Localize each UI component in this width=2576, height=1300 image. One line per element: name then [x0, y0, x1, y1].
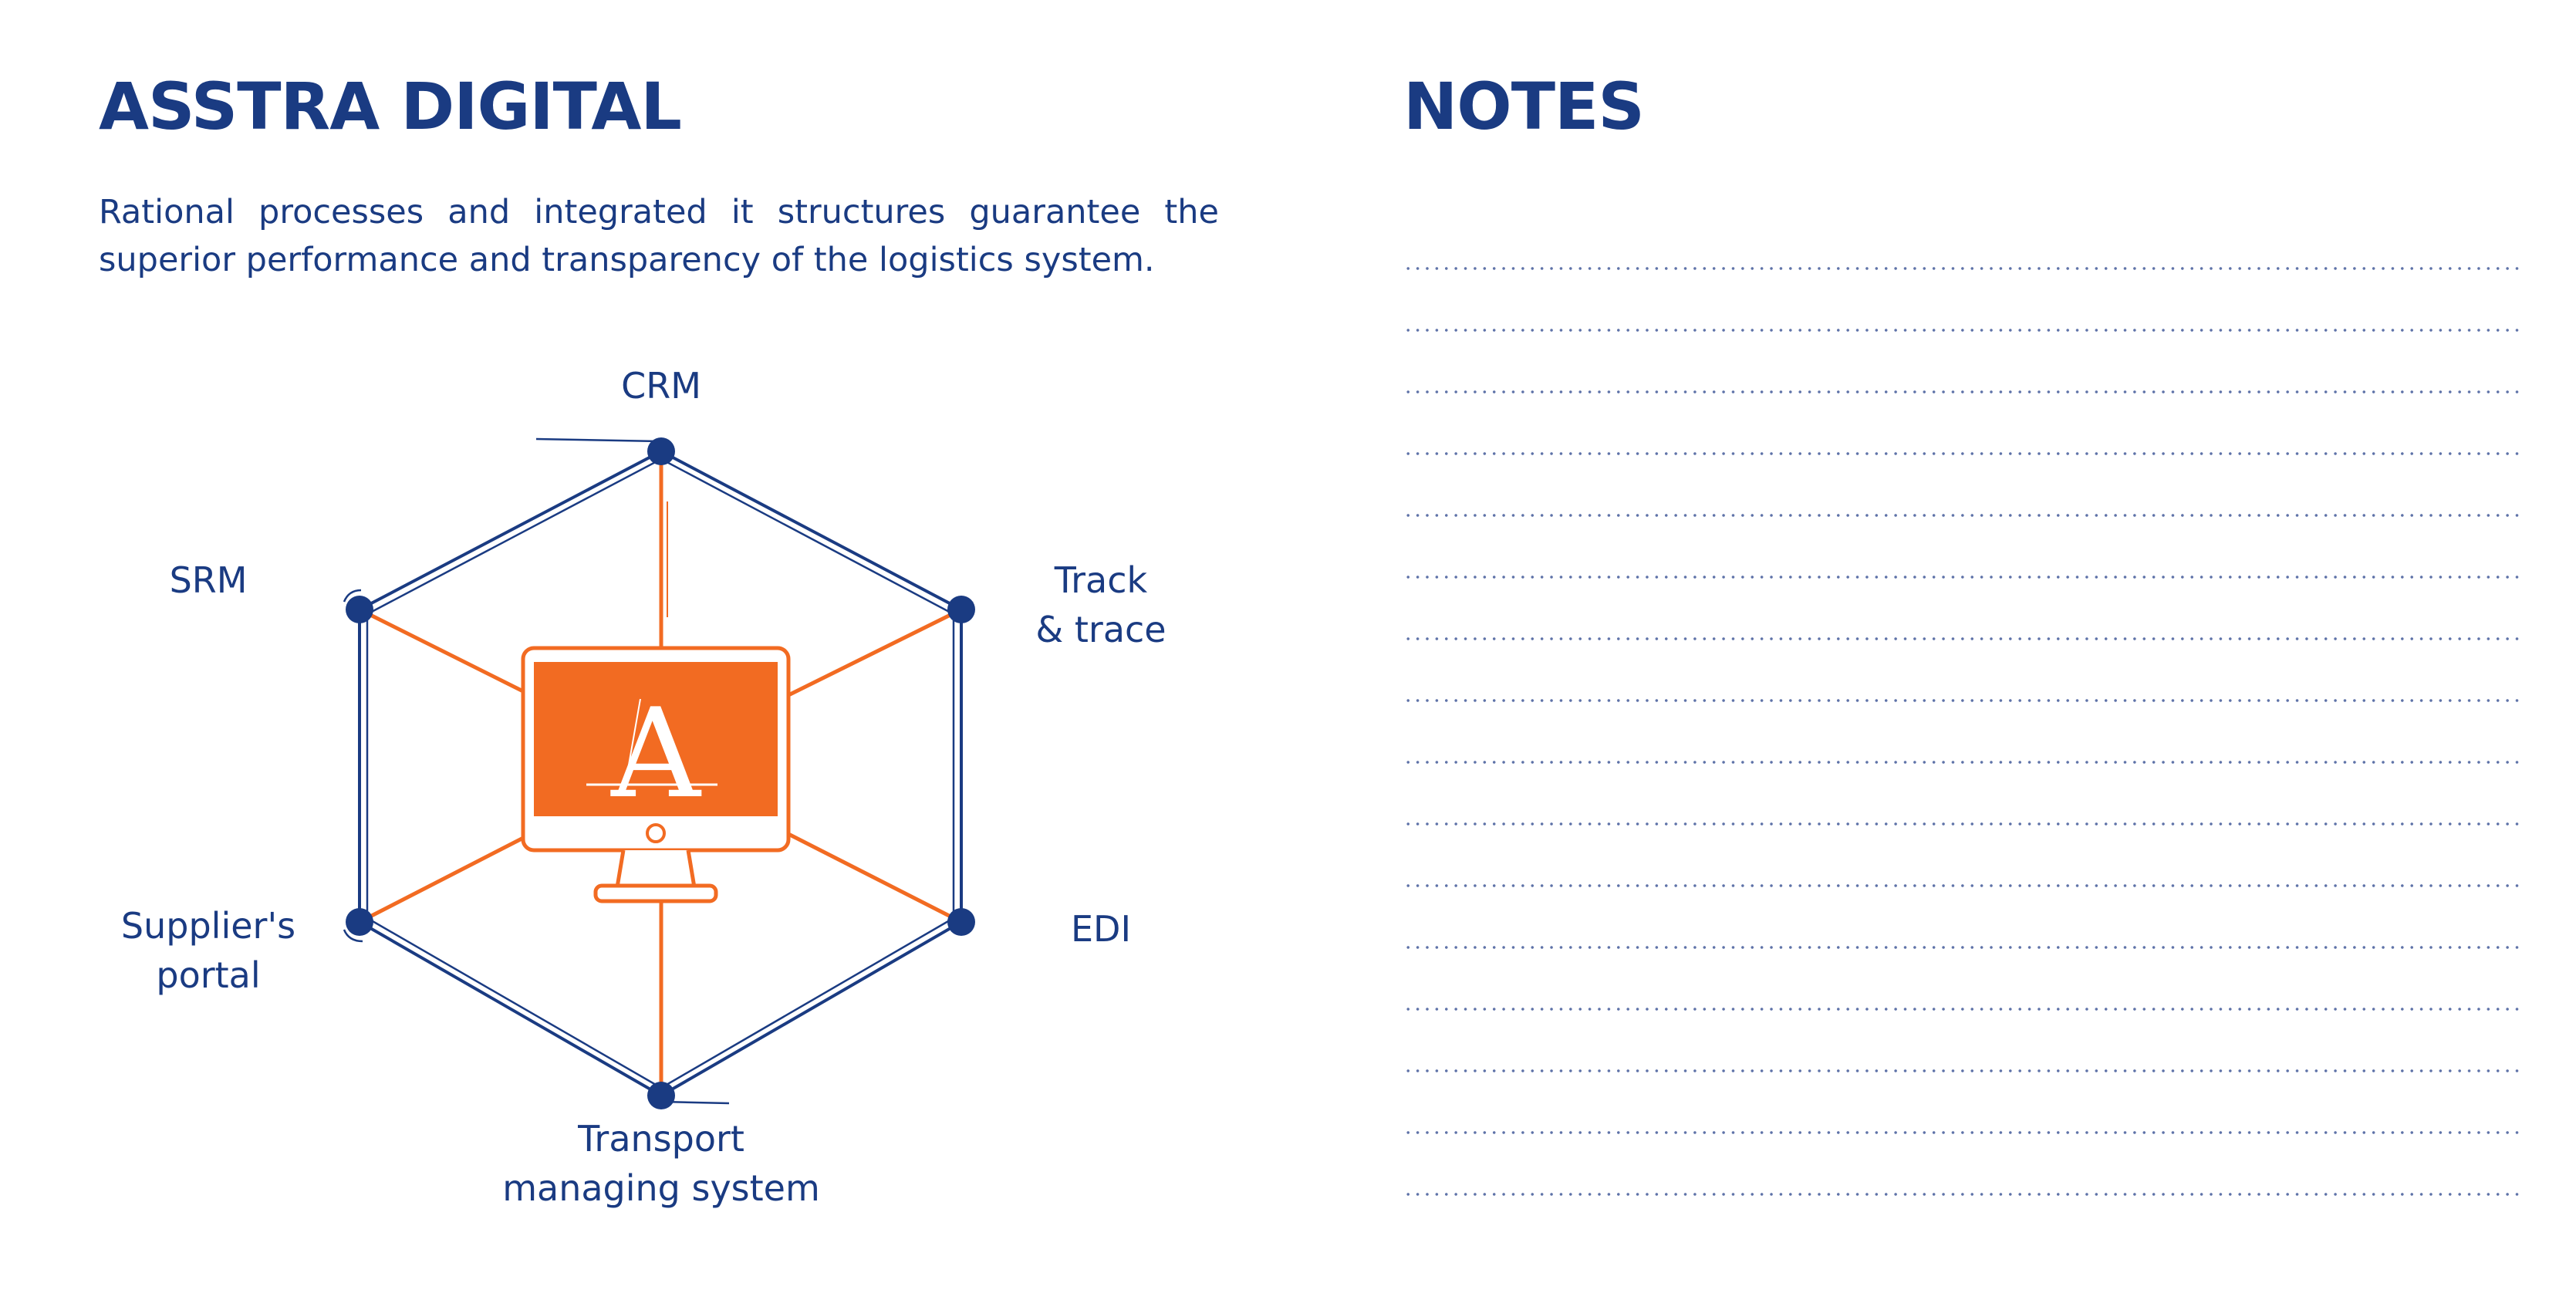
note-line: [1403, 957, 2520, 1018]
node-dot-crm: [647, 437, 675, 465]
monitor-screen: [534, 662, 778, 816]
spoke-supplier: [358, 831, 534, 924]
sketch-curl-supplier: [343, 929, 363, 943]
note-line: [1403, 772, 2520, 833]
logo-sketch: [624, 698, 641, 788]
note-line: [1403, 401, 2520, 463]
monitor-power-button: [646, 823, 666, 843]
node-label-supplier-portal: Supplier's portal: [120, 905, 296, 996]
node-label-srm: SRM: [169, 559, 248, 601]
spokes: [358, 451, 963, 1096]
node-label-tms: Transport managing system: [502, 1118, 820, 1209]
notes-title: NOTES: [1403, 69, 1645, 144]
hexagon-diagram: A CRM Track & trace EDI Transport managi…: [0, 324, 1288, 1250]
spoke-track: [785, 607, 963, 698]
notes-lines: [1403, 216, 2520, 1204]
note-line: [1403, 833, 2520, 895]
logo-letter: A: [610, 681, 702, 826]
node-dot-supplier: [346, 908, 373, 936]
note-line: [1403, 648, 2520, 710]
diagram-graphic: A: [343, 437, 975, 1109]
note-line: [1403, 1142, 2520, 1204]
node-dot-srm: [346, 596, 373, 623]
sketch-tick-top: [535, 437, 660, 443]
monitor-neck: [615, 849, 697, 890]
node-dot-edi: [947, 908, 975, 936]
note-line: [1403, 1080, 2520, 1142]
note-line: [1403, 895, 2520, 957]
node-dots: [346, 437, 975, 1109]
right-page: NOTES: [1288, 0, 2576, 1300]
node-label-edi: EDI: [1070, 908, 1132, 950]
spoke-srm: [358, 607, 534, 698]
note-line: [1403, 1018, 2520, 1080]
monitor-icon: A: [521, 646, 791, 903]
sketch-curl-srm: [343, 589, 362, 603]
note-line: [1403, 586, 2520, 648]
spoke-edi: [785, 831, 963, 924]
intro-paragraph: Rational processes and integrated it str…: [99, 193, 1219, 279]
note-line: [1403, 339, 2520, 401]
node-dot-tms: [647, 1082, 675, 1109]
node-dot-track: [947, 596, 975, 623]
note-line: [1403, 525, 2520, 586]
node-label-track-trace: Track & trace: [1035, 559, 1166, 650]
note-line: [1403, 710, 2520, 772]
node-label-crm: CRM: [621, 365, 701, 407]
note-line: [1403, 216, 2520, 278]
note-line: [1403, 278, 2520, 339]
page-title: ASSTRA DIGITAL: [99, 69, 682, 144]
note-line: [1403, 463, 2520, 525]
left-page: ASSTRA DIGITAL Rational processes and in…: [0, 69, 1288, 1250]
monitor-base: [593, 883, 718, 903]
